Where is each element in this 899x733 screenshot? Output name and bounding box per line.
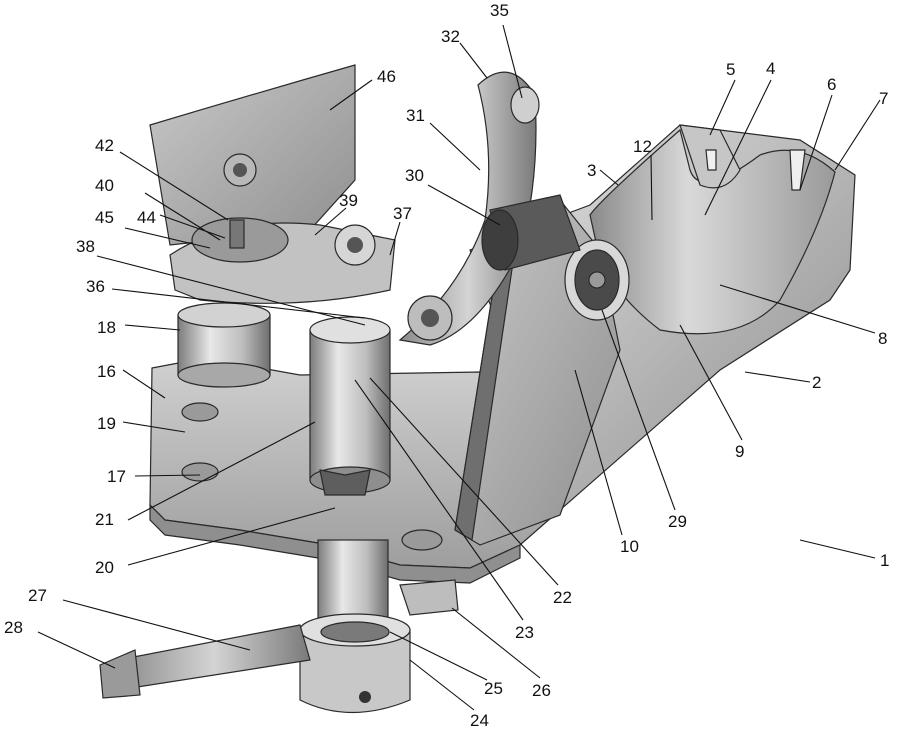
ref-label-30: 30	[405, 166, 424, 185]
upper-plate	[149, 64, 356, 246]
ref-label-4: 4	[766, 59, 775, 78]
ref-label-6: 6	[827, 75, 836, 94]
pivot-arm	[398, 71, 540, 346]
ref-label-45: 45	[95, 208, 114, 227]
leader-lines	[37, 24, 881, 711]
ref-label-10: 10	[620, 537, 639, 556]
ref-label-31: 31	[406, 106, 425, 125]
ref-label-19: 19	[97, 414, 116, 433]
ref-label-9: 9	[735, 442, 744, 461]
ref-label-1: 1	[880, 551, 889, 570]
sleeve	[481, 194, 581, 271]
ref-label-40: 40	[95, 176, 114, 195]
ref-label-27: 27	[28, 586, 47, 605]
ref-label-44: 44	[137, 208, 156, 227]
upper-housing	[169, 153, 396, 304]
ref-label-37: 37	[393, 204, 412, 223]
lower-shaft	[299, 539, 411, 713]
ref-label-18: 18	[97, 318, 116, 337]
ref-label-21: 21	[95, 510, 114, 529]
center-pillar	[309, 316, 391, 496]
ref-label-20: 20	[95, 558, 114, 577]
ref-label-16: 16	[97, 362, 116, 381]
hub	[564, 239, 630, 321]
ref-label-25: 25	[484, 679, 503, 698]
ref-label-28: 28	[4, 618, 23, 637]
ref-label-29: 29	[668, 512, 687, 531]
ref-label-24: 24	[470, 711, 489, 730]
ref-label-23: 23	[515, 623, 534, 642]
ref-label-35: 35	[490, 1, 509, 20]
ref-label-38: 38	[76, 237, 95, 256]
lever-arm	[99, 624, 311, 699]
ref-label-32: 32	[441, 27, 460, 46]
ref-label-39: 39	[339, 191, 358, 210]
ref-label-42: 42	[95, 136, 114, 155]
ref-label-5: 5	[726, 60, 735, 79]
ref-label-26: 26	[532, 681, 551, 700]
ref-label-7: 7	[879, 89, 888, 108]
tab	[399, 579, 459, 616]
ref-label-22: 22	[553, 588, 572, 607]
ref-label-17: 17	[107, 467, 126, 486]
ref-label-46: 46	[377, 67, 396, 86]
ref-label-8: 8	[878, 329, 887, 348]
reference-numerals: 1 2 3 4 5 6 7 8 9 10 12 16 17 18 19 20 2…	[4, 1, 889, 730]
main-column	[177, 302, 271, 388]
ref-label-2: 2	[812, 373, 821, 392]
ref-label-12: 12	[633, 137, 652, 156]
ref-label-3: 3	[587, 161, 596, 180]
ref-label-36: 36	[86, 277, 105, 296]
